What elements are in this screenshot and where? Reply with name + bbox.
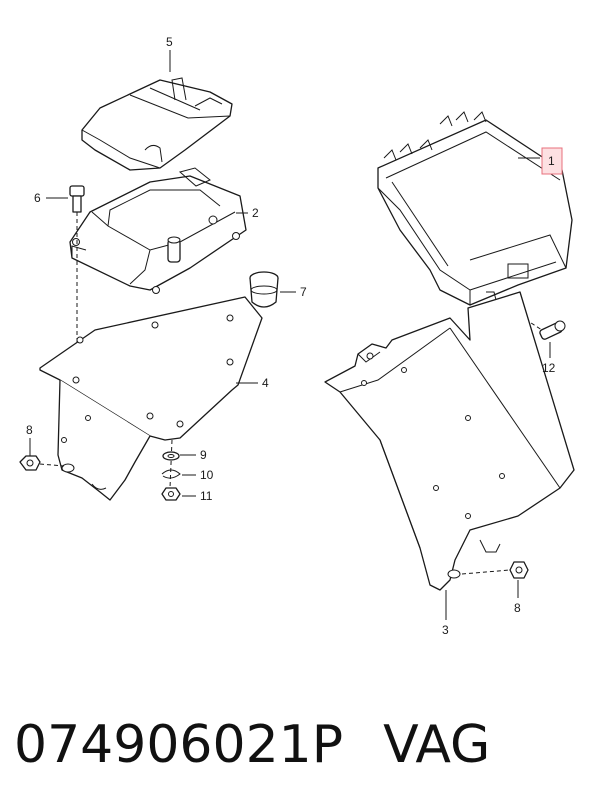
callout-1: 1 [548,154,555,168]
callout-11: 11 [200,489,213,503]
part-3-bracket [324,291,575,591]
callout-4: 4 [262,376,269,390]
part-2-housing [69,167,247,294]
part-9-washer [162,451,180,461]
callout-5: 5 [166,35,173,49]
callout-8-right: 8 [514,601,521,615]
brand: VAG [383,715,491,775]
callout-6: 6 [34,191,41,205]
part-11-nut [161,487,181,501]
callout-7: 7 [300,285,307,299]
leader-lines [29,50,551,620]
part-1-control-unit [377,111,573,306]
callout-8-left: 8 [26,423,33,437]
part-7-plug [249,271,279,308]
exploded-parts-diagram: 5 6 2 7 4 8 9 10 11 1 12 3 8 [19,35,575,637]
part-5-cover [81,77,233,171]
callouts: 5 6 2 7 4 8 9 10 11 1 12 3 8 [26,35,563,637]
callout-1-highlight [541,147,563,175]
callout-9: 9 [200,448,207,462]
caption: 074906021P VAG [14,700,594,790]
callout-3: 3 [442,623,449,637]
part-number: 074906021P [14,715,344,775]
part-8-nut-left [19,455,65,471]
callout-12: 12 [542,361,556,375]
part-10-lock-washer [161,469,181,479]
callout-10: 10 [200,468,214,482]
callout-2: 2 [252,206,259,220]
part-8-nut-right [509,561,529,579]
part-4-bracket [39,296,263,501]
